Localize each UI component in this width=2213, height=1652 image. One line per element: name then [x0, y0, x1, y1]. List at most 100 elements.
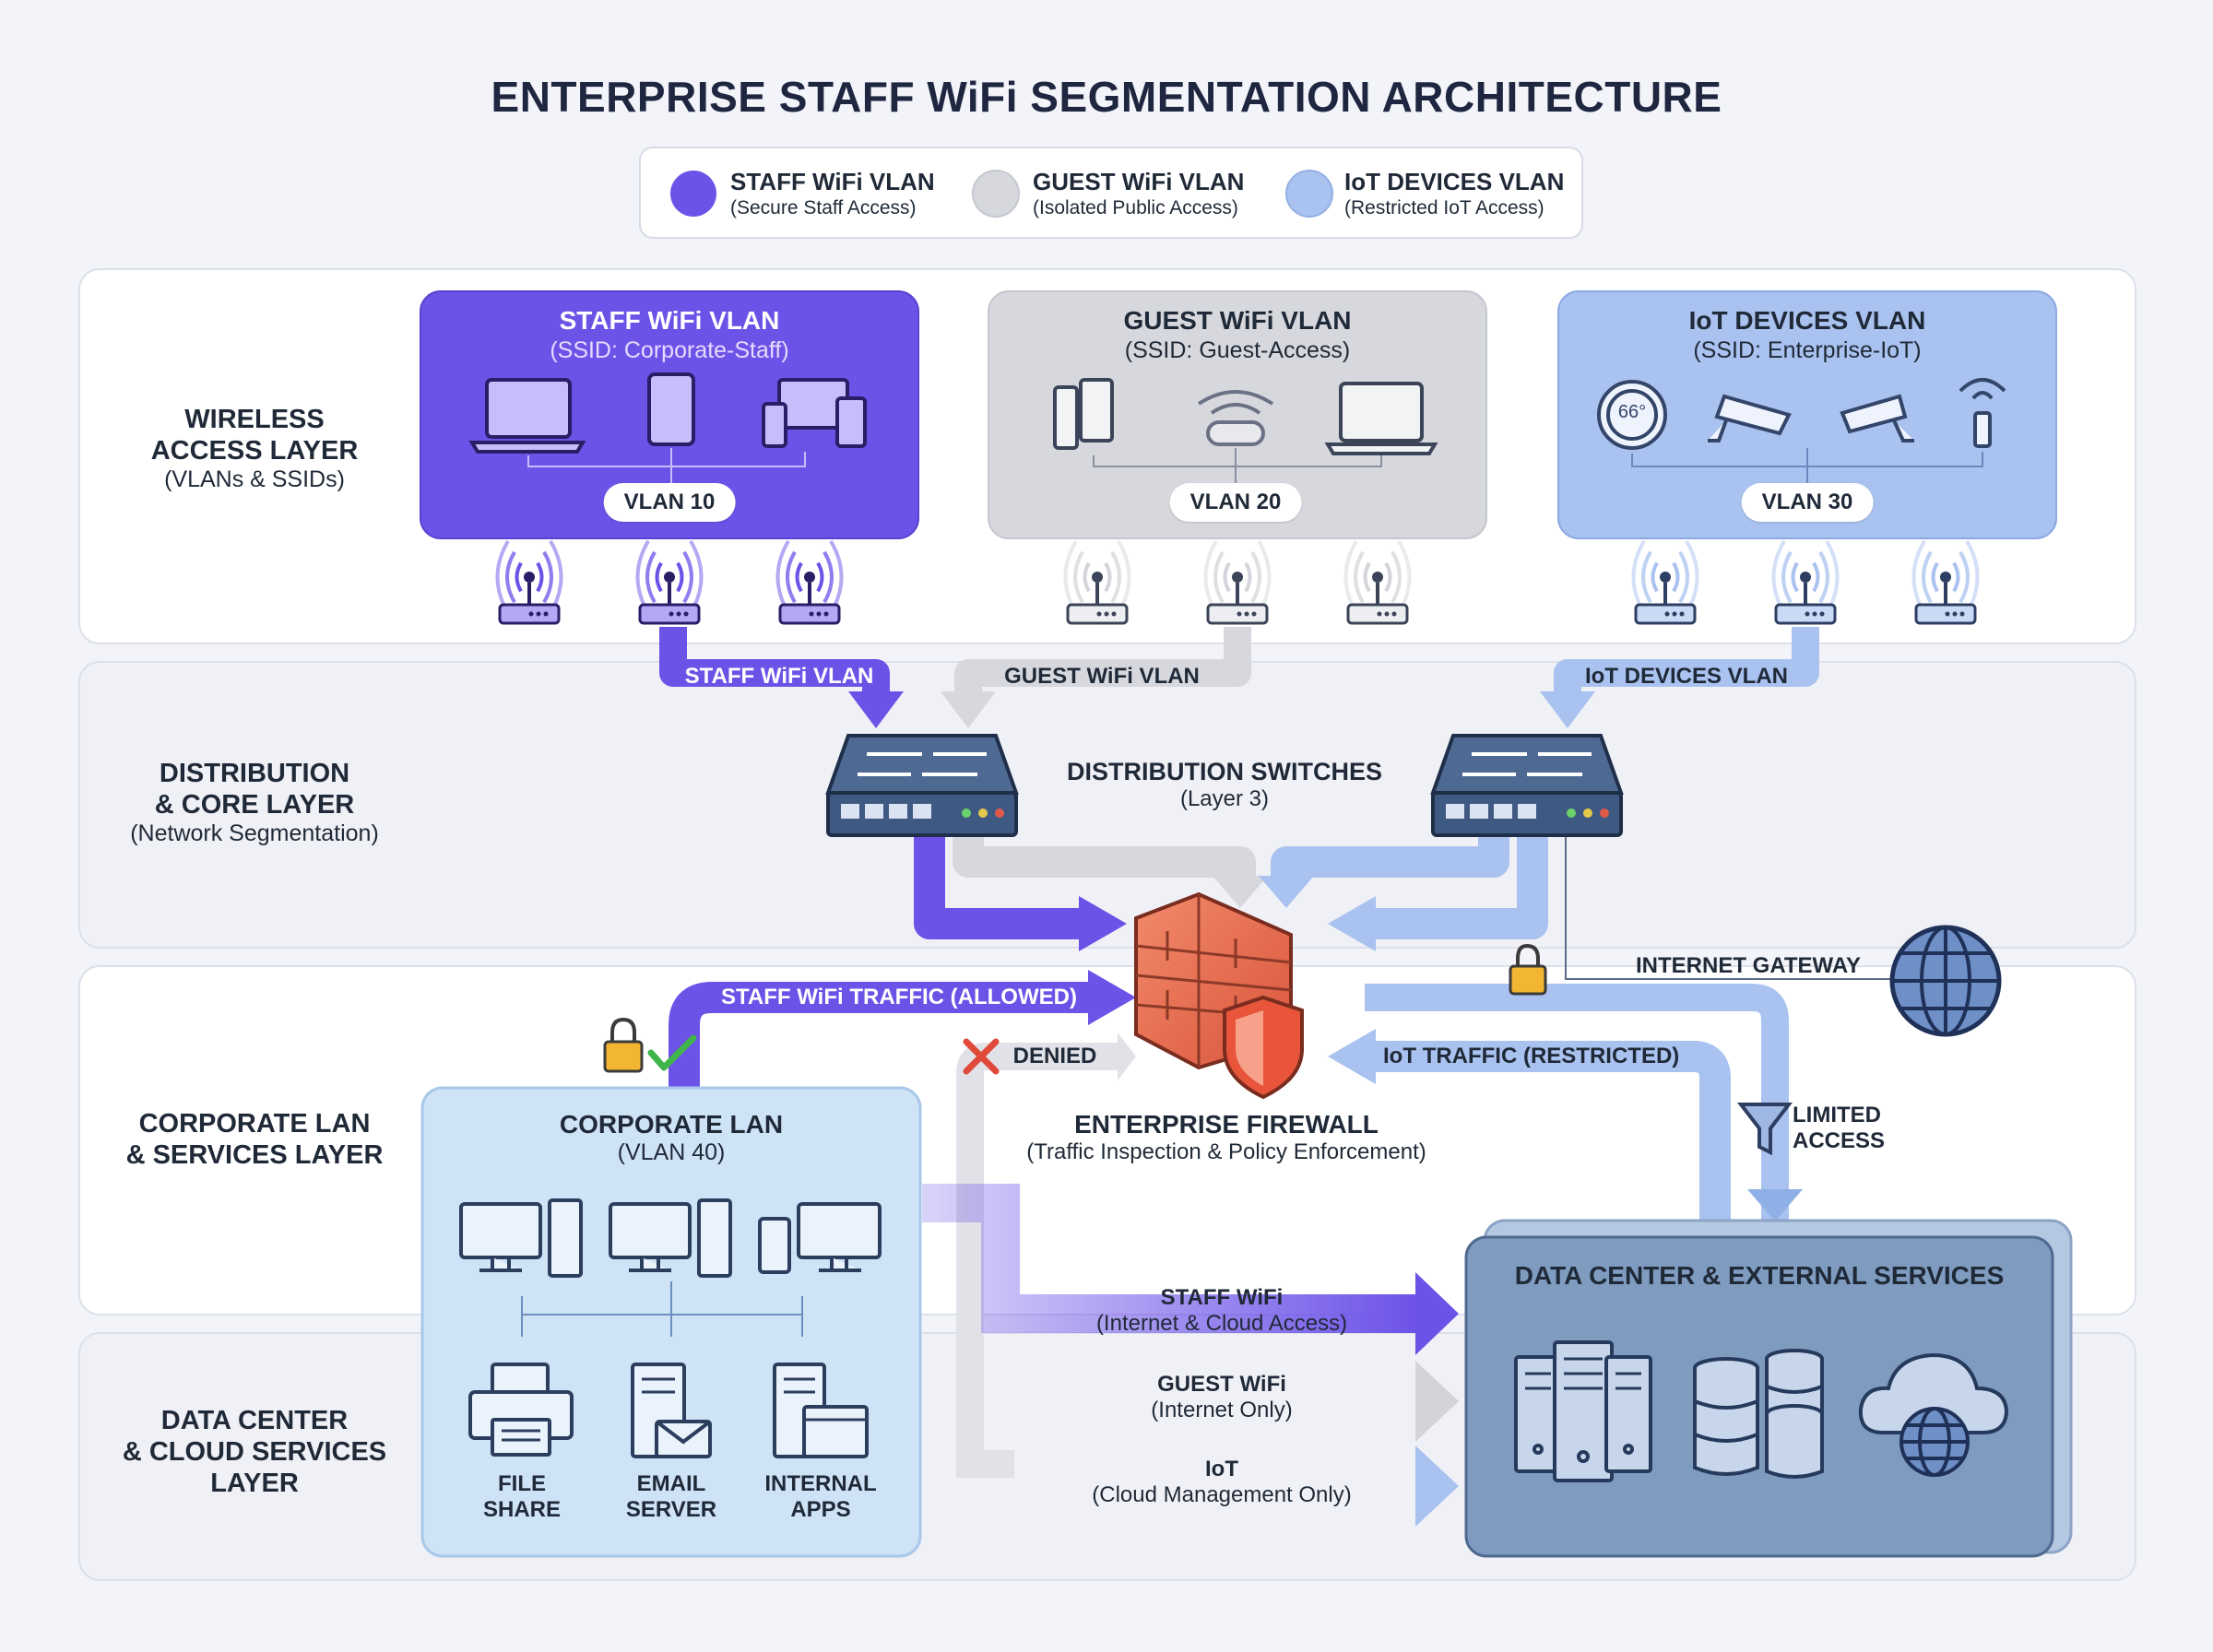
denied-x-icon — [963, 1038, 1000, 1075]
staff-flow-arrow — [922, 1184, 1459, 1355]
corporate-lan-card — [420, 1086, 922, 1558]
legend-guest-name: GUEST WiFi VLAN — [1033, 168, 1245, 195]
globe-icon — [1899, 1407, 1970, 1477]
access-point-icon — [1343, 539, 1412, 625]
distribution-switch-left — [825, 734, 1019, 837]
data-center-card — [1464, 1219, 2073, 1558]
access-point-icon — [1771, 539, 1840, 625]
diagram-title: ENTERPRISE STAFF WiFi SEGMENTATION ARCHI… — [491, 73, 1722, 121]
desktop-icon — [459, 1198, 583, 1278]
internet-gateway-line — [1565, 834, 1895, 980]
legend-swatch-iot — [1285, 170, 1333, 218]
corporate-lan-header: CORPORATE LAN (VLAN 40) — [559, 1110, 784, 1165]
server-rack-icon — [1514, 1340, 1652, 1482]
guest-vlan-ssid: (SSID: Guest-Access) — [1124, 337, 1351, 363]
staff-vlan-ssid: (SSID: Corporate-Staff) — [550, 337, 789, 363]
guest-vlan-card — [988, 290, 1487, 539]
security-camera-icon — [1708, 394, 1792, 442]
access-point-icon — [1631, 539, 1699, 625]
phones-icon — [1053, 378, 1114, 450]
access-point-icon — [635, 539, 704, 625]
cloud-icon — [1858, 1352, 2009, 1434]
staff-allowed-arrow — [669, 970, 1136, 1092]
laptop-icon — [1324, 382, 1438, 455]
legend-staff-desc: (Secure Staff Access) — [730, 197, 917, 218]
wireless-router-icon — [1197, 390, 1274, 446]
guest-flow-label: GUEST WiFi (Internet Only) — [1151, 1372, 1293, 1422]
email-server-icon — [631, 1363, 712, 1458]
legend-swatch-guest — [972, 170, 1020, 218]
legend-box — [639, 147, 1583, 239]
filter-icon — [1736, 1103, 1793, 1156]
devices-icon — [762, 378, 867, 448]
lock-icon — [1509, 943, 1547, 996]
iot-restricted-label: IoT TRAFFIC (RESTRICTED) — [1383, 1044, 1680, 1068]
staff-vlan-tag: VLAN 10 — [603, 483, 736, 522]
iot-vlan-tag: VLAN 30 — [1741, 483, 1874, 522]
shield-icon — [1223, 995, 1304, 1100]
limited-access-label: LIMITED ACCESS — [1793, 1103, 1886, 1153]
check-icon — [647, 1034, 697, 1071]
legend-guest-desc: (Isolated Public Access) — [1033, 197, 1238, 218]
staff-vlan-title: STAFF WiFi VLAN — [559, 306, 780, 335]
firewall-icon — [1134, 891, 1304, 1100]
email-server-label: EMAIL SERVER — [625, 1471, 717, 1522]
access-point-icon — [1063, 539, 1131, 625]
access-point-icon — [775, 539, 844, 625]
staff-flow-label: STAFF WiFi (Internet & Cloud Access) — [1095, 1285, 1348, 1336]
globe-icon — [1889, 925, 2002, 1037]
iot-limited-down-arrow — [1365, 984, 1803, 1221]
access-point-icon — [1203, 539, 1272, 625]
staff-to-firewall-arrow — [914, 834, 1127, 951]
staff-vlan-card — [420, 290, 919, 539]
legend-staff-name: STAFF WiFi VLAN — [730, 168, 935, 195]
desktop-icon — [609, 1198, 732, 1278]
iot-flow-arrow — [922, 1446, 1459, 1527]
internal-apps-label: INTERNAL APPS — [764, 1471, 877, 1522]
internal-apps-icon — [773, 1363, 869, 1458]
guest-flow-arrow — [970, 1361, 1459, 1442]
layer-label-wireless: WIRELESS ACCESS LAYER (VLANs & SSIDs) — [150, 405, 359, 492]
iot-to-firewall-arrow-b — [1328, 834, 1548, 951]
iot-sensor-icon — [1959, 378, 2006, 448]
guest-uplink-arrow — [941, 627, 1251, 728]
legend-iot-name: IoT DEVICES VLAN — [1344, 168, 1565, 195]
legend-iot-desc: (Restricted IoT Access) — [1344, 197, 1544, 218]
distribution-switch-right — [1430, 734, 1624, 837]
firewall-label: ENTERPRISE FIREWALL (Traffic Inspection … — [1026, 1110, 1426, 1164]
file-share-label: FILE SHARE — [482, 1471, 561, 1522]
access-point-icon — [1911, 539, 1980, 625]
guest-vlan-tag: VLAN 20 — [1169, 483, 1302, 522]
iot-vlan-card — [1557, 290, 2057, 539]
staff-uplink-label: STAFF WiFi VLAN — [684, 664, 874, 689]
data-center-title: DATA CENTER & EXTERNAL SERVICES — [1514, 1261, 2005, 1290]
iot-vlan-ssid: (SSID: Enterprise-IoT) — [1693, 337, 1922, 363]
guest-to-firewall-arrow — [953, 834, 1268, 908]
iot-flow-label: IoT (Cloud Management Only) — [1092, 1457, 1352, 1507]
iot-to-firewall-arrow-a — [1259, 834, 1509, 908]
staff-allowed-label: STAFF WiFi TRAFFIC (ALLOWED) — [721, 985, 1077, 1009]
denied-label: DENIED — [1012, 1044, 1097, 1068]
security-camera-icon — [1840, 394, 1914, 442]
iot-uplink-label: IoT DEVICES VLAN — [1584, 664, 1789, 689]
legend-swatch-staff — [670, 171, 716, 217]
guest-uplink-label: GUEST WiFi VLAN — [1004, 664, 1200, 689]
layer-label-datacenter: DATA CENTER & CLOUD SERVICES LAYER — [122, 1406, 387, 1498]
thermostat-icon — [1597, 380, 1667, 450]
phone-and-monitor-icon — [758, 1202, 882, 1274]
printer-icon — [468, 1363, 574, 1457]
tablet-icon — [647, 372, 695, 446]
guest-vlan-title: GUEST WiFi VLAN — [1123, 306, 1352, 335]
laptop-icon — [468, 378, 586, 454]
staff-uplink-arrow — [659, 627, 904, 728]
thermostat-reading: 66° — [1617, 402, 1647, 422]
internet-gateway-label: INTERNET GATEWAY — [1635, 953, 1862, 978]
lock-icon — [603, 1017, 644, 1073]
layer-label-corporate: CORPORATE LAN & SERVICES LAYER — [125, 1109, 384, 1170]
iot-uplink-arrow — [1540, 627, 1819, 728]
database-icon — [1693, 1349, 1824, 1479]
switches-label: DISTRIBUTION SWITCHES (Layer 3) — [1067, 758, 1382, 811]
access-point-icon — [495, 539, 563, 625]
iot-restricted-arrow — [1328, 1029, 1731, 1221]
